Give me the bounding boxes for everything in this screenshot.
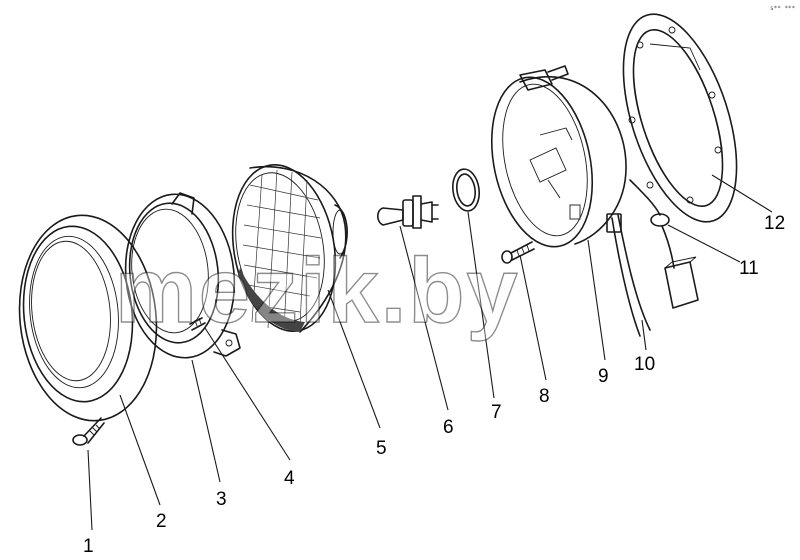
part-12-gasket <box>622 13 738 223</box>
label-8: 8 <box>539 386 550 407</box>
part-8-screw <box>501 241 535 264</box>
label-6: 6 <box>443 417 454 438</box>
leader-lines <box>87 174 773 531</box>
part-4-screw <box>189 317 206 331</box>
label-4: 4 <box>284 468 295 489</box>
lens-pattern <box>238 169 322 332</box>
label-7: 7 <box>491 402 502 423</box>
part-10-wire-harness <box>606 213 699 337</box>
part-5-lamp-unit <box>231 164 348 333</box>
part-labels: 1 2 3 4 5 6 7 8 9 10 11 12 <box>83 213 785 557</box>
part-1-screw <box>72 417 105 446</box>
label-12: 12 <box>764 213 785 234</box>
corner-mark: s** *** <box>770 5 796 12</box>
label-2: 2 <box>156 511 167 532</box>
label-10: 10 <box>634 354 655 375</box>
label-11: 11 <box>739 258 759 279</box>
label-3: 3 <box>216 489 227 510</box>
part-9-housing <box>490 65 627 248</box>
label-1: 1 <box>83 536 94 557</box>
part-6-bulb <box>376 195 439 229</box>
part-11-grommet <box>629 179 675 269</box>
label-5: 5 <box>376 438 387 459</box>
part-7-seal-ring <box>451 168 481 212</box>
watermark: mezik.by <box>115 240 520 342</box>
label-9: 9 <box>598 366 609 387</box>
